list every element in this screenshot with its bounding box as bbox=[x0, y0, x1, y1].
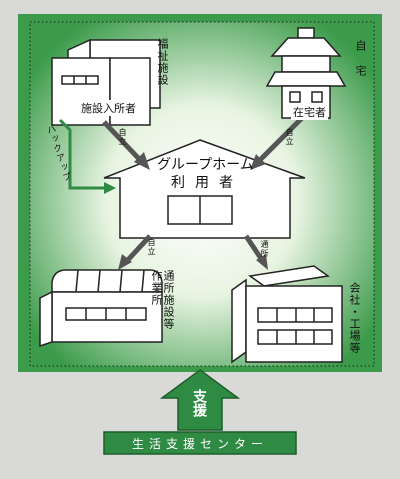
workplace-label: 作業所 bbox=[150, 270, 163, 306]
arrow-facility-to-grouphome bbox=[102, 120, 150, 170]
commute-facility-label: 通所施設等 bbox=[162, 270, 175, 330]
home-label: 自宅 bbox=[354, 40, 367, 90]
life-support-center-label: 生活支援センター bbox=[131, 437, 268, 451]
workshop-building-icon bbox=[39, 269, 163, 348]
home-resident-label: 在宅者 bbox=[291, 104, 328, 120]
facility-resident-label: 施設入所者 bbox=[79, 100, 138, 116]
panel-dotted-frame bbox=[29, 21, 375, 367]
independence-left-label: 自立 bbox=[118, 128, 127, 146]
arrow-grouphome-to-workshop bbox=[118, 234, 152, 270]
support-arrow bbox=[159, 369, 241, 431]
support-label: 支援 bbox=[191, 389, 207, 417]
independence-bottom-label: 自立 bbox=[147, 238, 156, 256]
independence-right-label: 自立 bbox=[285, 128, 294, 146]
welfare-facility-label: 福祉施設 bbox=[156, 38, 169, 86]
home-house-icon bbox=[265, 27, 347, 119]
arrow-home-to-grouphome bbox=[250, 116, 304, 170]
group-home-title: グループホーム bbox=[157, 157, 254, 173]
life-support-center-box bbox=[103, 431, 297, 455]
group-home-user: 利用者 bbox=[171, 175, 243, 191]
commute-label: 通所 bbox=[260, 240, 269, 258]
arrow-grouphome-to-company bbox=[243, 234, 268, 270]
company-building-icon bbox=[231, 265, 343, 364]
backup-arrow bbox=[58, 118, 116, 194]
company-label: 会社・工場等 bbox=[348, 282, 361, 354]
